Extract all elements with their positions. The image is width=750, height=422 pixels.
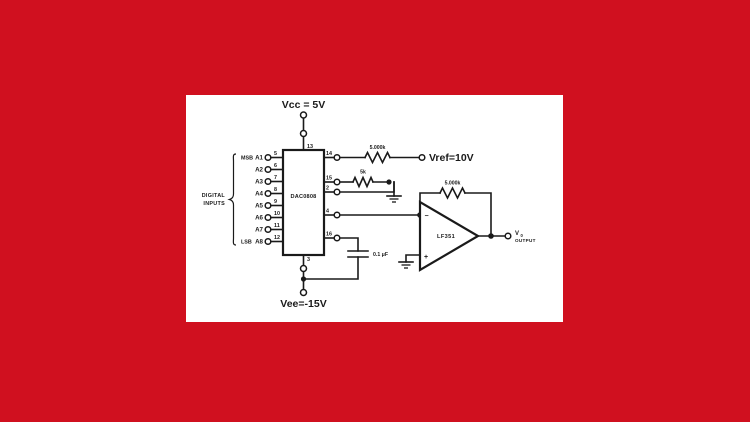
vcc-terminal-top <box>299 111 308 119</box>
capacitor-label: 0.1 μF <box>373 252 388 258</box>
pin4-terminal <box>333 211 341 219</box>
vcc-label: Vcc = 5V <box>282 99 326 111</box>
output-label-word: OUTPUT <box>515 238 536 243</box>
output-label-subscript: 0 <box>521 233 524 238</box>
pin16-terminal <box>333 234 341 242</box>
pin15-terminal <box>333 178 341 186</box>
vref-terminal <box>418 153 426 162</box>
output-label-symbol: V <box>515 231 519 237</box>
input-label-a1: A1 <box>255 155 263 162</box>
opamp-inverting-sign: − <box>425 213 429 220</box>
input-pinnum-a8: 12 <box>274 235 280 241</box>
vee-terminal-bottom <box>299 288 308 297</box>
resistor-ref-label: 5.000k <box>370 145 386 151</box>
opamp-label: LF351 <box>437 234 455 240</box>
vee-pin-number: 3 <box>307 257 310 263</box>
input-label-a2: A2 <box>255 167 263 174</box>
resistor-comp-symbol <box>351 175 375 189</box>
input-label-a4: A4 <box>255 191 263 198</box>
cap-top-wire <box>339 237 359 252</box>
vee-label: Vee=-15V <box>280 298 326 310</box>
pin16-number: 16 <box>326 232 332 238</box>
resistor-feedback-symbol <box>438 186 467 200</box>
vcc-pin-number: 13 <box>307 144 313 150</box>
vcc-terminal-mid <box>299 129 308 138</box>
feedback-right-wire <box>464 192 492 237</box>
input-terminal-a1 <box>264 153 272 162</box>
output-junction-dot <box>488 233 494 239</box>
dac-chip-body <box>281 148 326 257</box>
input-pinnum-a5: 9 <box>274 199 277 205</box>
input-label-a8: A8 <box>255 239 263 246</box>
input-terminal-a5 <box>264 201 272 210</box>
dac-chip-label: DAC0808 <box>291 194 317 200</box>
pin4-number: 4 <box>326 209 329 215</box>
lsb-label: LSB <box>241 240 252 246</box>
input-terminal-a6 <box>264 213 272 222</box>
resistor-feedback-label: 5.000k <box>445 181 461 187</box>
pin15-number: 15 <box>326 176 332 182</box>
input-label-a5: A5 <box>255 203 263 210</box>
pin2-terminal <box>333 188 341 196</box>
input-terminal-a7 <box>264 225 272 234</box>
input-label-a3: A3 <box>255 179 263 186</box>
input-pinnum-a7: 11 <box>274 223 280 229</box>
digital-inputs-brace <box>227 153 237 246</box>
noninverting-ground-wire <box>405 254 421 263</box>
input-pinnum-a3: 7 <box>274 175 277 181</box>
input-pinnum-a1: 5 <box>274 151 277 157</box>
vee-terminal-upper <box>299 264 308 273</box>
input-terminal-a8 <box>264 237 272 246</box>
input-pinnum-a6: 10 <box>274 211 280 217</box>
input-pinnum-a2: 6 <box>274 163 277 169</box>
input-label-a6: A6 <box>255 215 263 222</box>
input-terminal-a4 <box>264 189 272 198</box>
input-terminal-a2 <box>264 165 272 174</box>
input-pinnum-a4: 8 <box>274 187 277 193</box>
pin14-number: 14 <box>326 151 332 157</box>
schematic-panel <box>186 95 563 322</box>
msb-label: MSB <box>241 156 253 162</box>
input-label-a7: A7 <box>255 227 263 234</box>
digital-inputs-label-line1: DIGITAL <box>202 193 226 199</box>
pin14-terminal <box>333 153 341 162</box>
resistor-comp-label: 5k <box>360 170 366 176</box>
output-terminal <box>504 232 512 240</box>
resistor-ref-symbol <box>363 150 392 165</box>
opamp-body <box>418 200 481 272</box>
pin2-number: 2 <box>326 186 329 192</box>
opamp-noninverting-sign: + <box>424 254 428 261</box>
vref-label: Vref=10V <box>429 152 474 164</box>
digital-inputs-label-line2: INPUTS <box>203 201 225 207</box>
cap-bottom-wire <box>302 256 359 280</box>
input-terminal-a3 <box>264 177 272 186</box>
rcomp-junction-dot <box>386 179 392 185</box>
